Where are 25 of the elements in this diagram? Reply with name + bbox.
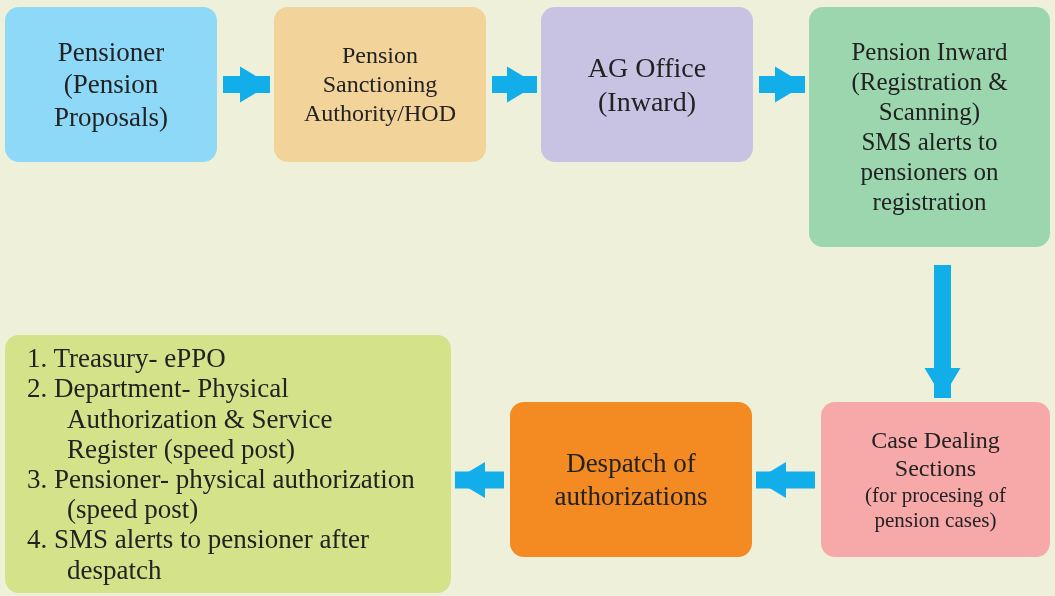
list-item: 1. Treasury- ePPO: [27, 343, 226, 374]
box-text: SMS alerts to pensioners on registration: [859, 127, 1000, 217]
process-box: [510, 402, 752, 557]
box-text: (for procesing of pension cases): [863, 483, 1008, 534]
process-box: [821, 402, 1050, 557]
list-item: 2. Department- Physical Authorization & Service Register (speed post): [27, 373, 334, 464]
block-arrow: [924, 265, 961, 398]
box-text: Pensioner (Pension Proposals): [53, 35, 169, 134]
block-arrow: [759, 66, 805, 103]
process-box: [541, 7, 753, 162]
block-arrow: [756, 462, 815, 498]
block-arrow: [223, 66, 270, 103]
process-box: [809, 7, 1050, 247]
list-box: [5, 335, 451, 593]
block-arrow: [455, 462, 504, 498]
box-text: Pension Inward (Registration & Scanning): [850, 37, 1009, 127]
process-box: [5, 7, 217, 162]
block-arrow: [492, 66, 537, 103]
box-text: Case Dealing Sections: [870, 425, 1001, 484]
list-item: 3. Pensioner- physical authorization (speed post): [27, 464, 416, 525]
box-text: AG Office (Inward): [586, 50, 708, 119]
list-item: 4. SMS alerts to pensioner after despatch: [27, 524, 370, 585]
box-text: Pension Sanctioning Authority/HOD: [303, 41, 457, 128]
process-box: [274, 7, 486, 162]
box-text: Despatch of authorizations: [553, 447, 709, 512]
